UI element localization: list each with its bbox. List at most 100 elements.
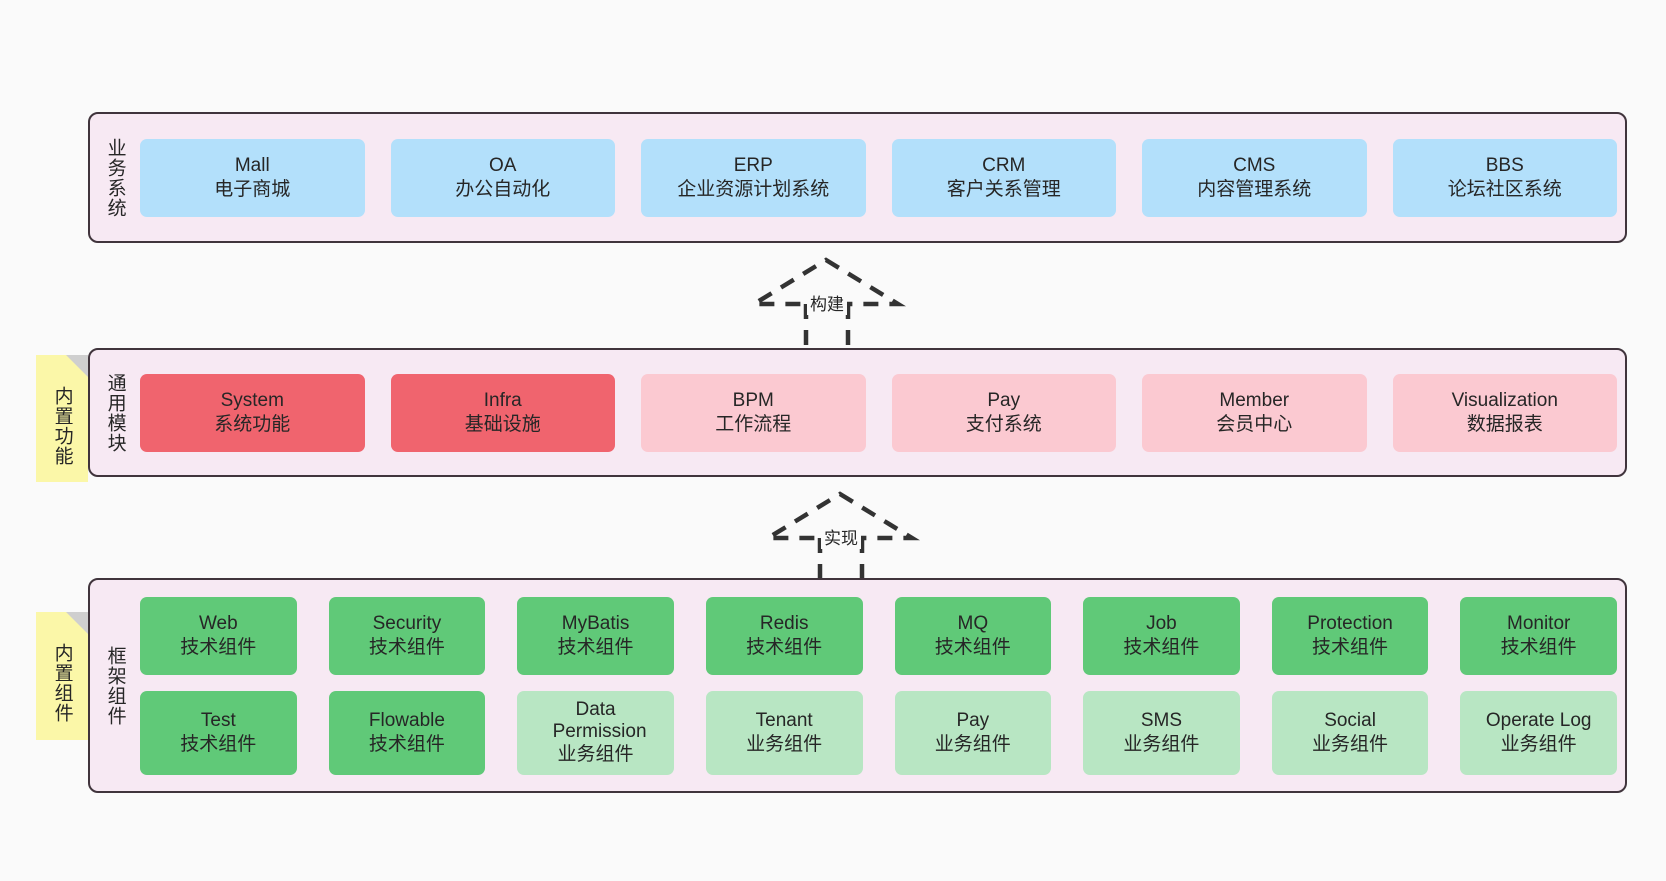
node-title: Pay <box>956 710 990 732</box>
note-fold-corner-icon <box>66 355 88 377</box>
layer-body-framework-component: Web 技术组件 Security 技术组件 MyBatis 技术组件 Redi… <box>140 580 1625 791</box>
node-job[interactable]: Job 技术组件 <box>1083 596 1240 675</box>
node-subtitle: 技术组件 <box>1500 636 1577 658</box>
node-subtitle: 业务组件 <box>557 744 634 766</box>
node-system[interactable]: System 系统功能 <box>140 373 365 452</box>
node-web[interactable]: Web 技术组件 <box>140 596 297 675</box>
connector-implement: 实现 <box>760 491 926 582</box>
node-title: Social <box>1324 710 1376 732</box>
node-erp[interactable]: ERP 企业资源计划系统 <box>641 138 866 217</box>
node-mybatis[interactable]: MyBatis 技术组件 <box>517 596 674 675</box>
node-title: BBS <box>1485 155 1524 177</box>
node-subtitle: 电子商城 <box>214 178 291 200</box>
connector-build-label: 构建 <box>807 290 847 315</box>
node-subtitle: 业务组件 <box>934 733 1011 755</box>
node-subtitle: 内容管理系统 <box>1197 178 1312 200</box>
node-title: BPM <box>732 390 774 412</box>
layer-body-business-system: Mall 电子商城 OA 办公自动化 ERP 企业资源计划系统 CRM 客户关系… <box>140 114 1625 241</box>
node-title: Operate Log <box>1485 710 1592 732</box>
node-title: MyBatis <box>561 613 630 635</box>
note-label: 内置组件 <box>51 643 73 723</box>
node-title: Redis <box>759 613 809 635</box>
node-title: CMS <box>1233 155 1276 177</box>
node-bbs[interactable]: BBS 论坛社区系统 <box>1392 138 1617 217</box>
node-subtitle: 技术组件 <box>746 636 823 658</box>
node-mall[interactable]: Mall 电子商城 <box>140 138 365 217</box>
node-subtitle: 业务组件 <box>1123 733 1200 755</box>
node-subtitle: 技术组件 <box>934 636 1011 658</box>
node-subtitle: 支付系统 <box>965 413 1042 435</box>
node-title: Protection <box>1307 613 1393 635</box>
node-test[interactable]: Test 技术组件 <box>140 690 297 775</box>
node-row: System 系统功能 Infra 基础设施 BPM 工作流程 Pay 支付系统 <box>140 373 1617 452</box>
node-title: Data Permission <box>552 698 647 742</box>
node-row: Web 技术组件 Security 技术组件 MyBatis 技术组件 Redi… <box>140 596 1617 675</box>
node-subtitle: 论坛社区系统 <box>1447 178 1562 200</box>
node-monitor[interactable]: Monitor 技术组件 <box>1460 596 1617 675</box>
node-title: Visualization <box>1451 390 1558 412</box>
node-subtitle: 业务组件 <box>746 733 823 755</box>
layer-title-common-module: 通用模块 <box>104 372 126 453</box>
node-crm[interactable]: CRM 客户关系管理 <box>891 138 1116 217</box>
node-pay-module[interactable]: Pay 支付系统 <box>891 373 1116 452</box>
node-subtitle: 技术组件 <box>368 636 445 658</box>
note-label: 内置功能 <box>51 385 73 466</box>
node-cms[interactable]: CMS 内容管理系统 <box>1142 138 1367 217</box>
node-title: Job <box>1146 613 1177 635</box>
layer-framework-component[interactable]: 框架组件 Web 技术组件 Security 技术组件 MyBatis 技术组件 <box>88 578 1627 793</box>
node-operate-log[interactable]: Operate Log 业务组件 <box>1460 690 1617 775</box>
node-title: Pay <box>987 390 1021 412</box>
node-redis[interactable]: Redis 技术组件 <box>705 596 863 675</box>
node-title: Infra <box>483 390 522 412</box>
node-subtitle: 技术组件 <box>368 733 445 755</box>
note-fold-corner-icon <box>66 612 88 634</box>
node-title: SMS <box>1140 710 1183 732</box>
node-title: Member <box>1219 390 1290 412</box>
node-protection[interactable]: Protection 技术组件 <box>1271 596 1429 675</box>
node-title: OA <box>489 155 517 177</box>
node-social[interactable]: Social 业务组件 <box>1271 690 1429 775</box>
node-subtitle: 办公自动化 <box>455 178 551 200</box>
layer-title-business-system: 业务系统 <box>104 137 126 218</box>
node-sms[interactable]: SMS 业务组件 <box>1083 690 1240 775</box>
node-subtitle: 技术组件 <box>1123 636 1200 658</box>
node-subtitle: 业务组件 <box>1500 733 1577 755</box>
node-title: Mall <box>234 155 270 177</box>
node-subtitle: 业务组件 <box>1312 733 1389 755</box>
layer-common-module[interactable]: 通用模块 System 系统功能 Infra 基础设施 BPM 工作流程 <box>88 348 1627 477</box>
note-builtin-function[interactable]: 内置功能 <box>36 355 88 482</box>
node-security[interactable]: Security 技术组件 <box>328 596 486 675</box>
node-bpm[interactable]: BPM 工作流程 <box>641 373 866 452</box>
node-pay-component[interactable]: Pay 业务组件 <box>894 690 1052 775</box>
node-subtitle: 基础设施 <box>464 413 541 435</box>
node-row: Mall 电子商城 OA 办公自动化 ERP 企业资源计划系统 CRM 客户关系… <box>140 138 1617 217</box>
connector-build: 构建 <box>746 257 912 348</box>
layer-title-framework-component: 框架组件 <box>104 645 126 726</box>
node-flowable[interactable]: Flowable 技术组件 <box>328 690 486 775</box>
layer-body-common-module: System 系统功能 Infra 基础设施 BPM 工作流程 Pay 支付系统 <box>140 350 1625 475</box>
node-row: Test 技术组件 Flowable 技术组件 Data Permission … <box>140 690 1617 775</box>
node-visualization[interactable]: Visualization 数据报表 <box>1392 373 1617 452</box>
connector-implement-label: 实现 <box>821 524 861 549</box>
layer-business-system[interactable]: 业务系统 Mall 电子商城 OA 办公自动化 ERP 企业资源计划系统 <box>88 112 1627 243</box>
node-title: Tenant <box>755 710 813 732</box>
node-title: ERP <box>733 155 773 177</box>
node-tenant[interactable]: Tenant 业务组件 <box>705 690 863 775</box>
node-subtitle: 会员中心 <box>1216 413 1293 435</box>
node-title: MQ <box>957 613 989 635</box>
node-subtitle: 技术组件 <box>1312 636 1389 658</box>
node-title: Security <box>372 613 442 635</box>
node-mq[interactable]: MQ 技术组件 <box>894 596 1052 675</box>
node-infra[interactable]: Infra 基础设施 <box>390 373 615 452</box>
node-data-permission[interactable]: Data Permission 业务组件 <box>517 690 674 775</box>
note-builtin-component[interactable]: 内置组件 <box>36 612 88 740</box>
node-title: System <box>220 390 284 412</box>
node-title: Flowable <box>368 710 445 732</box>
node-oa[interactable]: OA 办公自动化 <box>390 138 615 217</box>
node-subtitle: 企业资源计划系统 <box>677 178 830 200</box>
node-member[interactable]: Member 会员中心 <box>1142 373 1367 452</box>
node-subtitle: 系统功能 <box>214 413 291 435</box>
node-subtitle: 数据报表 <box>1466 413 1543 435</box>
node-subtitle: 客户关系管理 <box>946 178 1061 200</box>
